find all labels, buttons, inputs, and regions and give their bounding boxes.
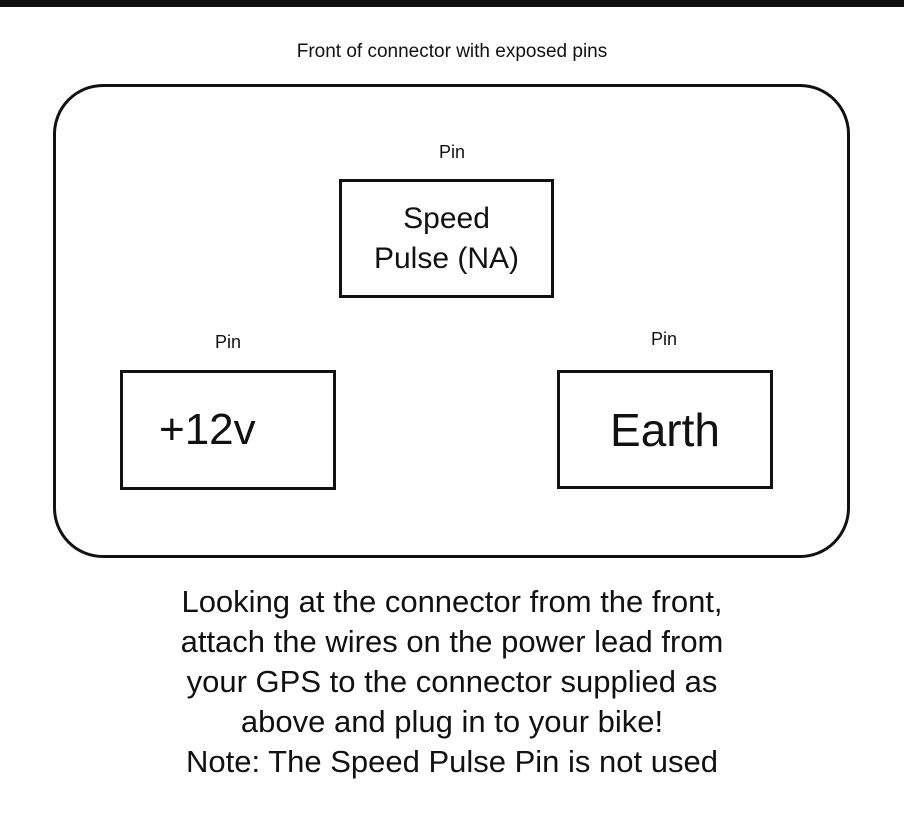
instruction-line: attach the wires on the power lead from: [180, 624, 724, 659]
connector-outline: [53, 84, 850, 558]
diagram-caption: Front of connector with exposed pins: [296, 41, 608, 62]
pin-12v-text: +12v: [159, 405, 256, 454]
instruction-line: Looking at the connector from the front,: [181, 584, 723, 619]
pin-earth-text: Earth: [610, 403, 720, 456]
pin-speed-pulse: Speed Pulse (NA): [339, 179, 554, 298]
pin-label-earth: Pin: [650, 329, 677, 349]
pin-12v: +12v: [120, 370, 336, 490]
pin-speed-text-2: Pulse (NA): [373, 241, 520, 275]
pin-label-speed: Pin: [438, 142, 465, 162]
pin-earth: Earth: [557, 370, 773, 489]
pin-speed-text-1: Speed: [403, 201, 490, 235]
instruction-line: your GPS to the connector supplied as: [186, 664, 718, 699]
pin-label-12v: Pin: [214, 332, 241, 352]
instruction-line: above and plug in to your bike!: [240, 704, 664, 739]
instruction-line: Note: The Speed Pulse Pin is not used: [186, 744, 718, 779]
top-bar: [0, 0, 904, 7]
instructions: Looking at the connector from the front,…: [0, 582, 904, 782]
